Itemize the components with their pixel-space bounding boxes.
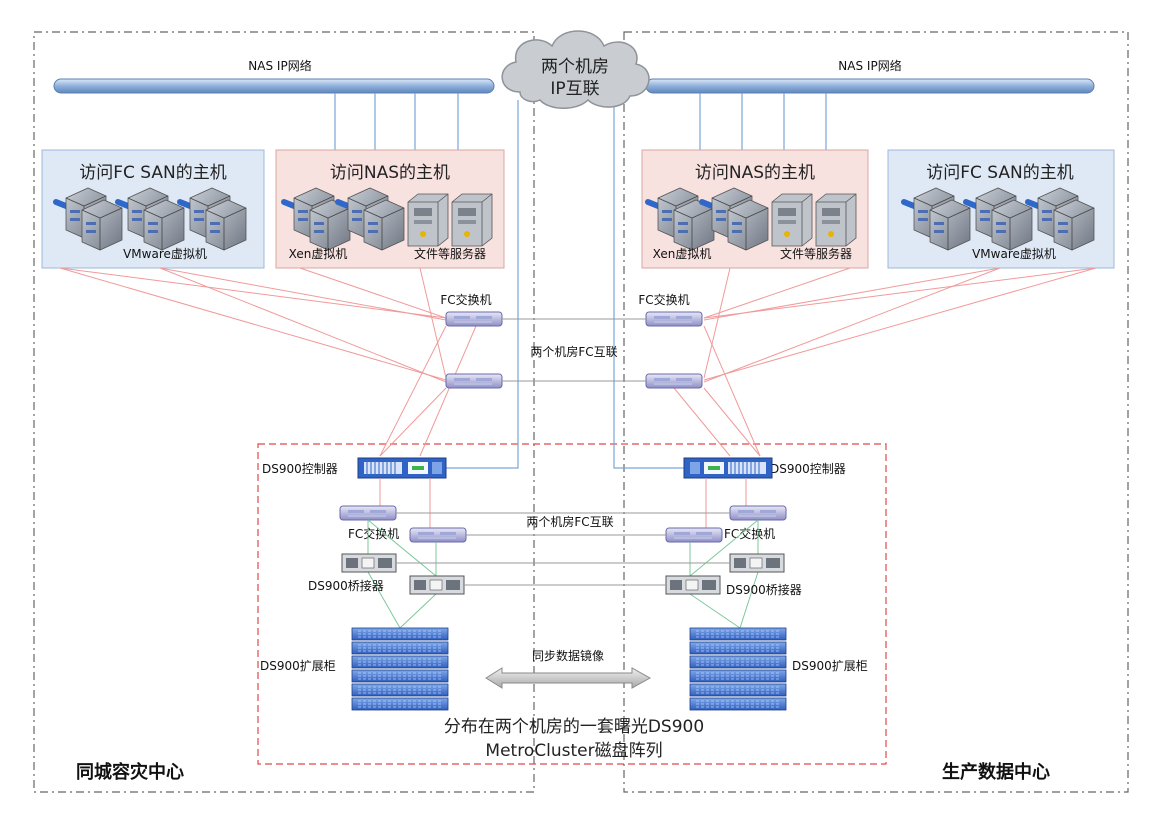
disk-shelf-icon [689, 655, 787, 669]
bridge-icon [665, 575, 721, 595]
metrocluster-boundary [257, 443, 887, 765]
fc-switch-icon [729, 505, 787, 521]
left-disk-shelf: DS900扩展柜 [260, 627, 449, 711]
mirror-label: 同步数据镜像 [532, 648, 604, 663]
disk-shelf-icon [689, 627, 787, 641]
nas-ip-network-left: NAS IP网络 [53, 58, 495, 94]
sync-mirror-arrow: 同步数据镜像 [485, 648, 652, 689]
disk-shelf-icon [351, 669, 449, 683]
cluster-caption-line1: 分布在两个机房的一套曙光DS900 [444, 717, 704, 737]
fc-switch-icon [445, 311, 503, 327]
backend-fc-label-left: FC交换机 [348, 526, 399, 541]
fc-switch-icon [645, 373, 703, 389]
disk-shelf-icon [351, 641, 449, 655]
left-bridge-label: DS900桥接器 [308, 578, 384, 593]
fc-switch-icon [645, 311, 703, 327]
right-nas-hosts: 访问NAS的主机 Xen虚拟机 文件等服务器 [641, 149, 869, 269]
nas-drops [334, 93, 827, 150]
right-disk-shelf: DS900扩展柜 [689, 627, 868, 711]
right-shelf-label: DS900扩展柜 [792, 659, 868, 673]
nas-network-label-left: NAS IP网络 [248, 58, 311, 73]
left-nas-hosts-sub1: Xen虚拟机 [289, 247, 348, 261]
ip-interconnect-cloud: 两个机房 IP互联 [501, 30, 650, 109]
backend-fc-interlink-label: 两个机房FC互联 [526, 514, 613, 529]
backend-red-cabling [379, 478, 747, 528]
right-nas-hosts-title: 访问NAS的主机 [695, 163, 815, 183]
bridge-icon [341, 553, 397, 573]
right-bridge-label: DS900桥接器 [726, 582, 802, 597]
backend-green-cabling [367, 519, 759, 629]
backend-fc-switches: FC交换机 FC交换机 两个机房FC互联 [339, 505, 787, 543]
ds900-bridges: DS900桥接器 DS900桥接器 [308, 553, 802, 597]
left-fc-hosts-sub: VMware虚拟机 [123, 247, 207, 261]
left-fc-san-hosts: 访问FC SAN的主机 VMware虚拟机 [41, 149, 265, 269]
disk-shelf-icon [351, 697, 449, 711]
right-nas-hosts-sub1: Xen虚拟机 [653, 247, 712, 261]
left-site-title: 同城容灾中心 [76, 761, 184, 783]
left-nas-hosts: 访问NAS的主机 Xen虚拟机 文件等服务器 [275, 149, 505, 269]
fc-switch-icon [339, 505, 397, 521]
cloud-label-line1: 两个机房 [541, 57, 609, 77]
left-nas-hosts-title: 访问NAS的主机 [330, 163, 450, 183]
fc-switch-icon [409, 527, 467, 543]
right-controller-icon [683, 457, 773, 479]
ds900-controllers: DS900控制器 DS900控制器 [262, 457, 846, 479]
left-controller-icon [357, 457, 447, 479]
linux-server-icon [771, 193, 813, 247]
bridge-icon [409, 575, 465, 595]
left-controller-label: DS900控制器 [262, 462, 338, 476]
fc-switch-icon [445, 373, 503, 389]
right-nas-hosts-sub2: 文件等服务器 [780, 246, 852, 261]
right-fc-hosts-title: 访问FC SAN的主机 [926, 163, 1074, 183]
site-boundaries [33, 31, 1129, 793]
right-fc-san-hosts: 访问FC SAN的主机 VMware虚拟机 [887, 149, 1115, 269]
bridge-icon [729, 553, 785, 573]
nas-network-label-right: NAS IP网络 [838, 58, 901, 73]
left-fc-hosts-title: 访问FC SAN的主机 [79, 163, 227, 183]
upper-fc-label-left: FC交换机 [440, 292, 491, 307]
disk-shelf-icon [689, 641, 787, 655]
disk-shelf-icon [351, 627, 449, 641]
disk-shelf-icon [689, 669, 787, 683]
upper-fc-switches: FC交换机 FC交换机 两个机房FC互联 [440, 292, 703, 389]
disk-shelf-icon [689, 697, 787, 711]
upper-fc-interlink-label: 两个机房FC互联 [530, 344, 617, 359]
fc-host-cabling [59, 267, 1097, 457]
right-fc-hosts-sub: VMware虚拟机 [972, 247, 1056, 261]
disk-shelf-icon [351, 655, 449, 669]
cloud-label-line2: IP互联 [550, 79, 599, 99]
linux-server-icon [407, 193, 449, 247]
windows-server-icon [451, 193, 493, 247]
fc-switch-icon [665, 527, 723, 543]
disk-shelf-icon [689, 683, 787, 697]
disk-shelf-icon [351, 683, 449, 697]
right-controller-label: DS900控制器 [770, 462, 846, 476]
left-nas-hosts-sub2: 文件等服务器 [414, 246, 486, 261]
right-site-title: 生产数据中心 [942, 761, 1050, 783]
nas-ip-network-right: NAS IP网络 [645, 58, 1095, 94]
cluster-caption-line2: MetroCluster磁盘阵列 [485, 741, 662, 761]
backend-fc-label-right: FC交换机 [724, 526, 775, 541]
ip-interconnect-links [446, 100, 684, 469]
windows-server-icon [815, 193, 857, 247]
left-shelf-label: DS900扩展柜 [260, 659, 336, 673]
upper-fc-label-right: FC交换机 [638, 292, 689, 307]
